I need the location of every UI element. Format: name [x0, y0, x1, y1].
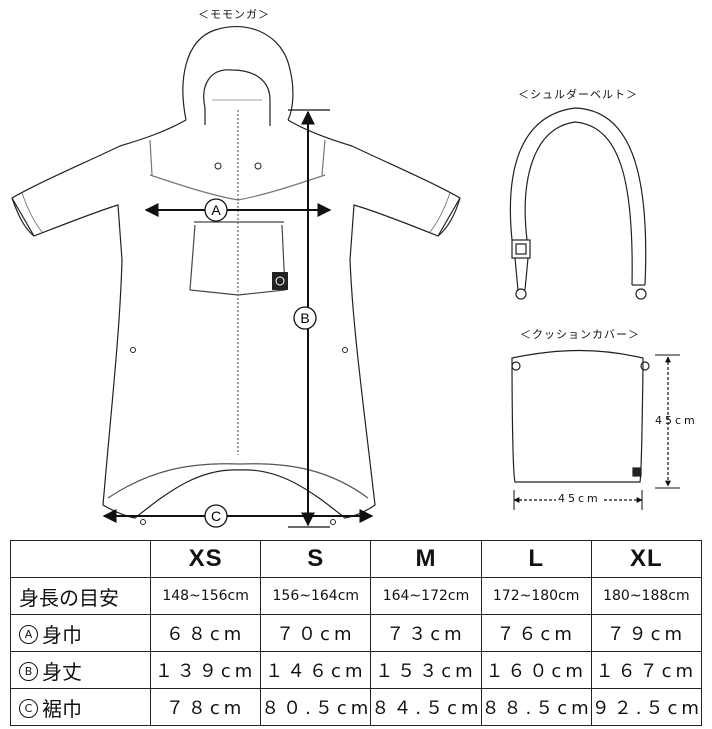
size-header: XS — [149, 540, 262, 578]
cushion-cover-title: ＜クッションカバー＞ — [520, 328, 640, 341]
table-cell: １６０cm — [480, 651, 592, 689]
table-cell: １５３cm — [370, 651, 482, 689]
table-cell: ９２.５cm — [590, 688, 703, 726]
size-header: L — [480, 540, 592, 578]
row-label-text: 身丈 — [42, 659, 82, 684]
size-header: XL — [590, 540, 703, 578]
marker-b-icon: B — [19, 661, 38, 681]
marker-c: C — [211, 508, 221, 524]
shoulder-belt-title: ＜シュルダーベルト＞ — [518, 88, 638, 101]
table-cell: ７９cm — [590, 614, 703, 652]
table-cell: 148~156cm — [149, 577, 262, 615]
snap-button — [254, 162, 262, 170]
size-header: S — [260, 540, 372, 578]
size-header: M — [370, 540, 482, 578]
belt-clip — [515, 288, 527, 300]
table-cell: ６８cm — [149, 614, 262, 652]
table-cell: ７８cm — [149, 688, 262, 726]
table-header-row: XS S M L XL — [10, 540, 703, 578]
table-cell: １６７cm — [590, 651, 703, 689]
belt-clip — [635, 288, 647, 300]
marker-b: B — [300, 310, 309, 326]
table-cell: ８８.５cm — [480, 688, 592, 726]
cushion-cover — [511, 349, 650, 483]
size-table: XS S M L XL 身長の目安 148~156cm 156~164cm 16… — [10, 540, 703, 726]
row-label-text: 裾巾 — [42, 696, 82, 721]
momonga-title: ＜モモンガ＞ — [198, 8, 270, 21]
belt-buckle — [511, 239, 531, 259]
momonga-garment — [11, 26, 461, 519]
product-diagram: A B C — [11, 26, 680, 528]
hood-outline — [182, 26, 294, 121]
table-cell: ８４.５cm — [370, 688, 482, 726]
logo-tag — [272, 272, 288, 290]
table-cell: ７３cm — [370, 614, 482, 652]
marker-c-icon: C — [19, 698, 38, 718]
snap-button — [214, 162, 222, 170]
table-corner — [10, 540, 151, 578]
table-cell: ７０cm — [260, 614, 372, 652]
table-row: 身長の目安 148~156cm 156~164cm 164~172cm 172~… — [10, 577, 703, 615]
snap-button — [342, 347, 348, 353]
snap-button — [140, 519, 146, 525]
table-cell: １４６cm — [260, 651, 372, 689]
table-cell: ７６cm — [480, 614, 592, 652]
table-cell: １３９cm — [149, 651, 262, 689]
marker-a-icon: A — [19, 624, 38, 644]
cushion-width-label: 45cm — [556, 492, 603, 505]
hood-opening — [203, 69, 271, 115]
table-cell: 156~164cm — [260, 577, 372, 615]
snap-button — [330, 519, 336, 525]
marker-a: A — [211, 202, 221, 218]
cushion-height-label: 45cm — [655, 414, 698, 427]
body-outline — [11, 119, 461, 519]
row-label: 身長の目安 — [10, 577, 151, 615]
row-label-text: 身巾 — [42, 622, 82, 647]
table-cell: ８０.５cm — [260, 688, 372, 726]
cushion-logo — [632, 467, 642, 477]
table-cell: 164~172cm — [370, 577, 482, 615]
snap-button — [130, 347, 136, 353]
table-cell: 180~188cm — [590, 577, 703, 615]
table-cell: 172~180cm — [480, 577, 592, 615]
shoulder-belt — [509, 107, 647, 300]
